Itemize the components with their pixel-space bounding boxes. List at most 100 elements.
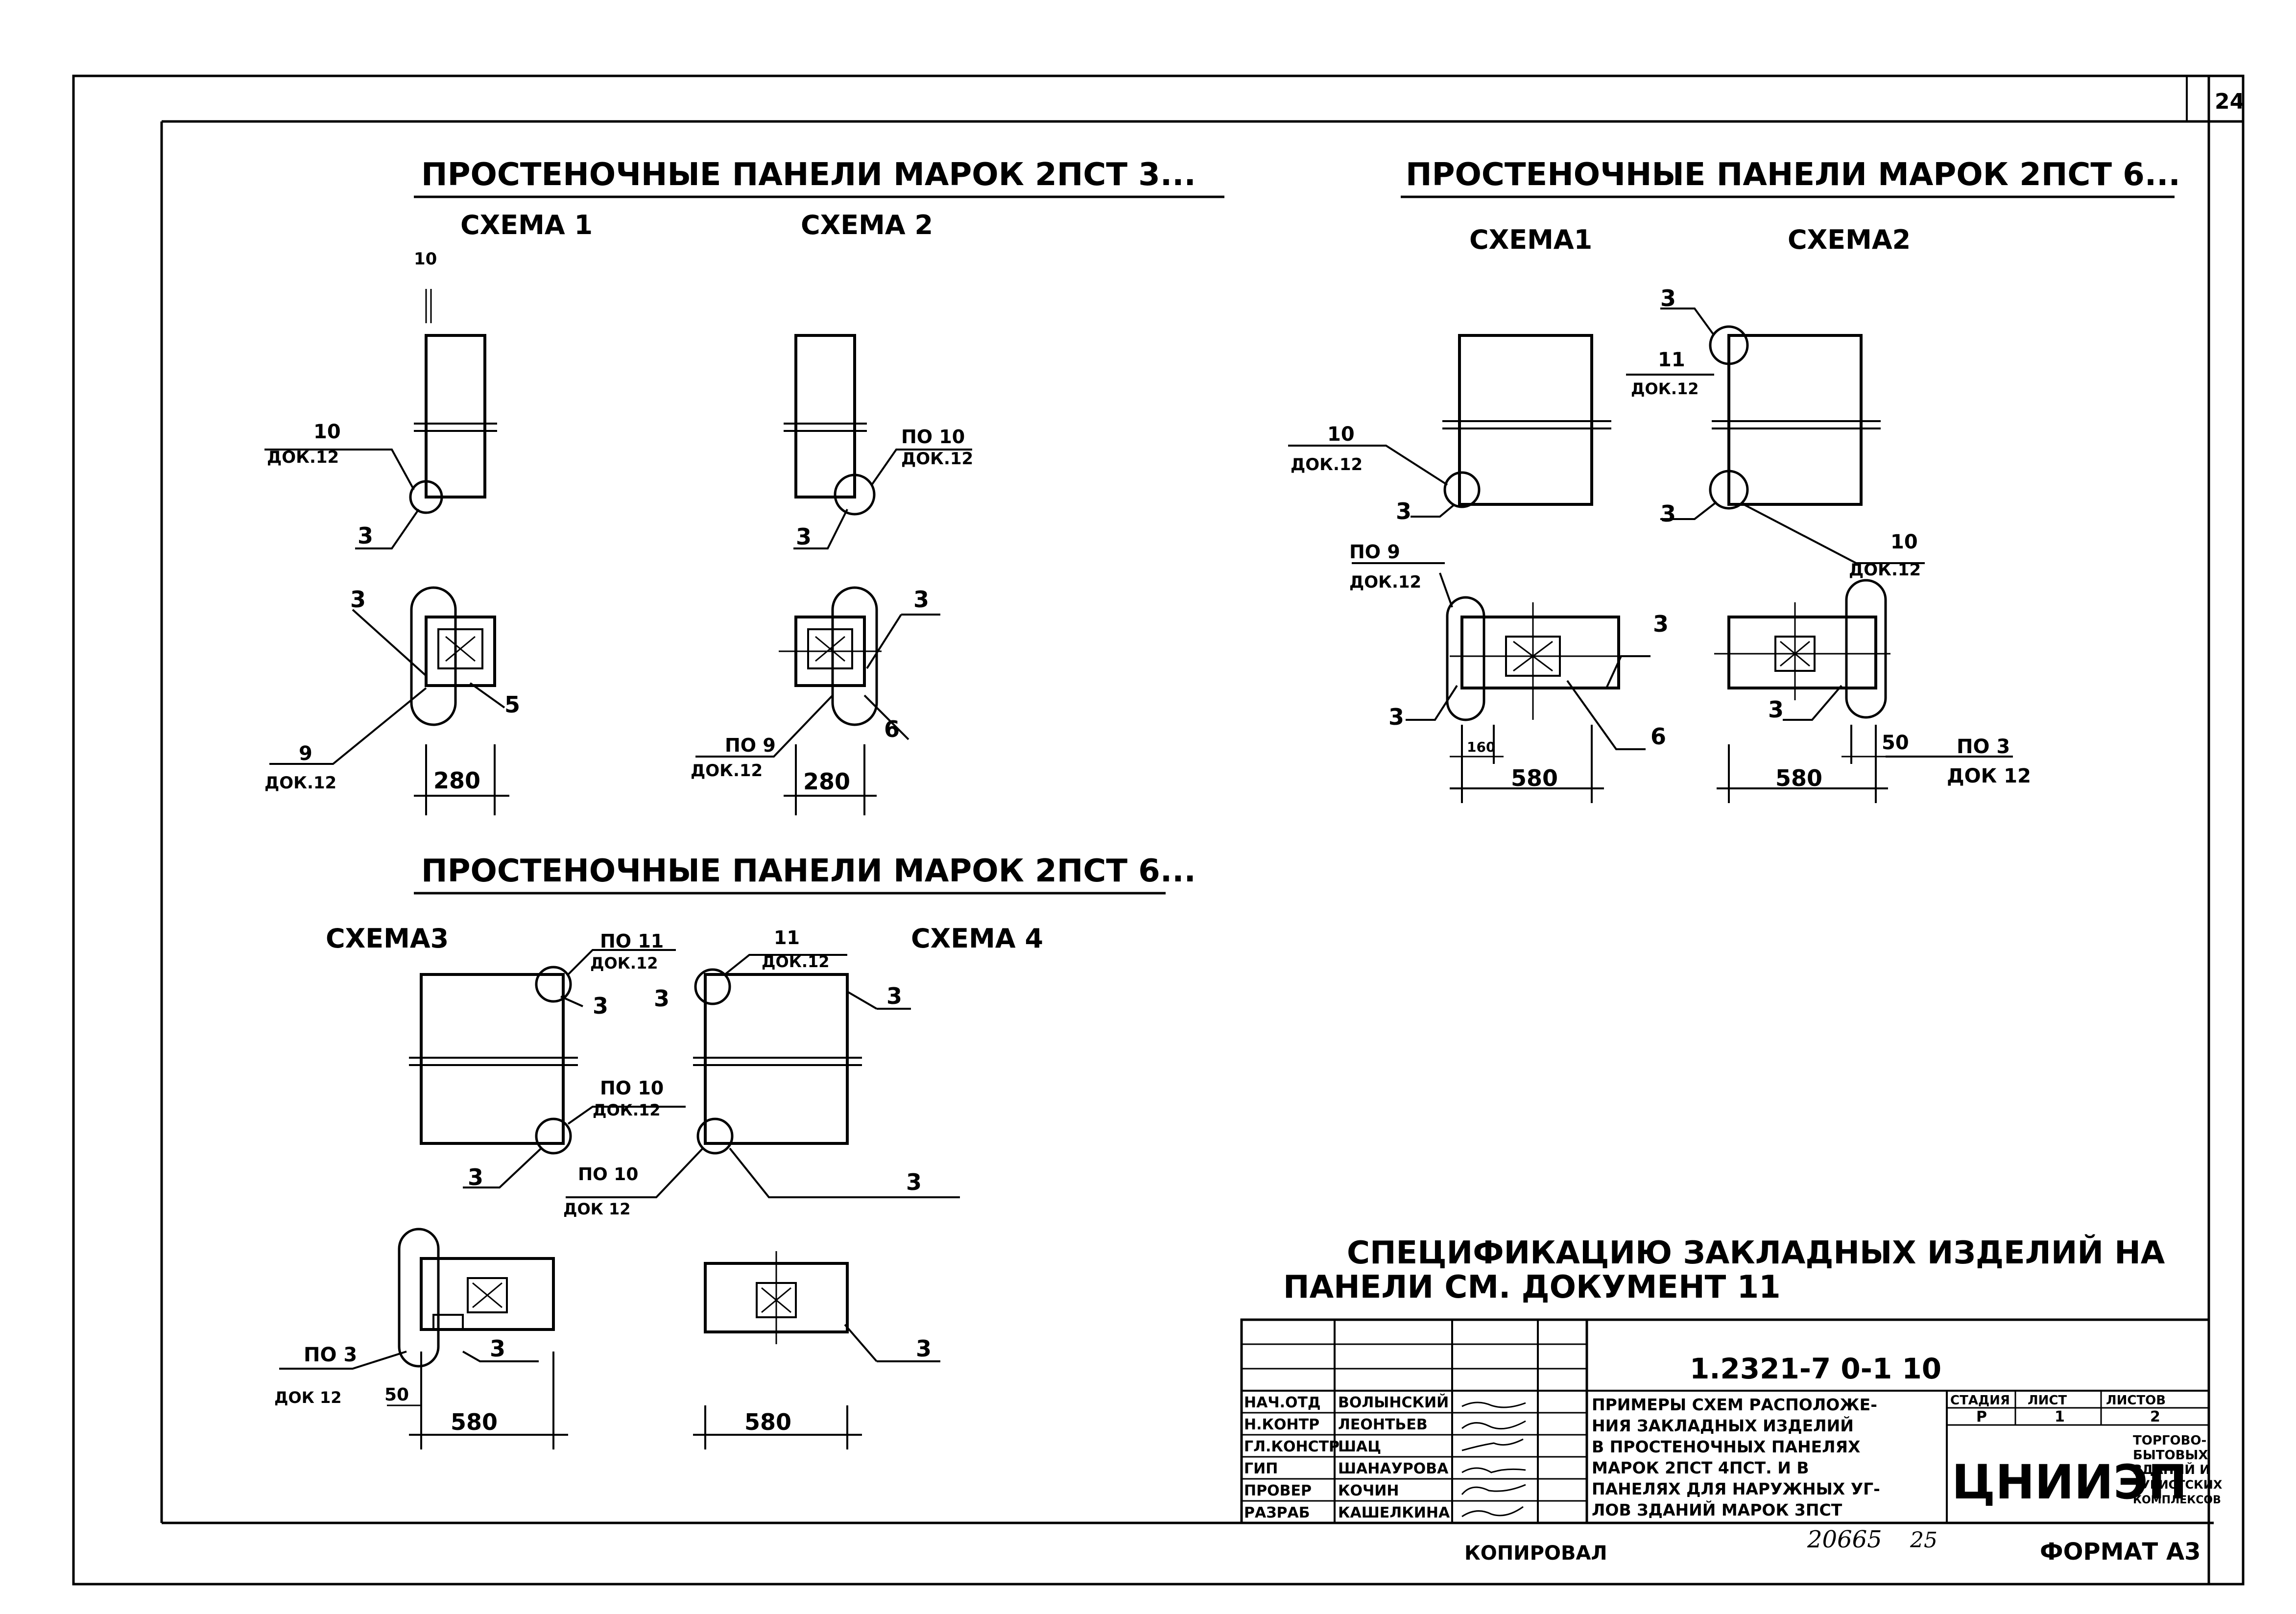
signatory-role: РАЗРАБ <box>1244 1504 1310 1521</box>
signatory-role: Н.КОНТР <box>1244 1416 1319 1433</box>
page-number: 24 <box>2215 89 2245 114</box>
drawing-description: ПРИМЕРЫ СХЕМ РАСПОЛОЖЕ- НИЯ ЗАКЛАДНЫХ ИЗ… <box>1592 1395 1880 1519</box>
s3-scheme3-callout-top-doc: ДОК.12 <box>590 954 658 973</box>
s2-scheme2-callout-num: 10 <box>1890 531 1918 553</box>
s3-scheme4-title: СХЕМА 4 <box>911 923 1043 954</box>
signatory-name: ШАЦ <box>1338 1438 1381 1455</box>
s2-scheme2-item-b: 3 <box>1768 696 1784 723</box>
s1-scheme1-plan-doc: ДОК.12 <box>264 773 336 793</box>
s2-scheme1-title: СХЕМА1 <box>1469 224 1592 255</box>
s3-scheme4-plan <box>693 1251 940 1449</box>
section2-title: ПРОСТЕНОЧНЫЕ ПАНЕЛИ МАРОК 2ПСТ 6... <box>1406 157 2180 193</box>
s2-scheme1-dim: 580 <box>1511 765 1558 791</box>
s3-scheme3-elevation <box>409 949 686 1188</box>
s2-scheme1-plan <box>1352 562 1650 803</box>
s3-scheme3-plan-item: 3 <box>490 1335 505 1362</box>
s2-scheme2-elevation <box>1626 308 1925 564</box>
sheets-header: ЛИСТОВ <box>2106 1393 2166 1408</box>
s3-scheme4-elevation <box>566 954 960 1198</box>
s2-scheme1-plan-num: ПО 9 <box>1349 541 1400 563</box>
s1-scheme1-dim: 280 <box>433 767 480 794</box>
s1-scheme1-item-c: 5 <box>504 691 520 718</box>
signatory-role: НАЧ.ОТД <box>1244 1394 1321 1411</box>
signatory-name: ЛЕОНТЬЕВ <box>1338 1416 1428 1433</box>
s2-scheme2-item-top: 3 <box>1660 285 1676 311</box>
org-name: ТОРГОВО- БЫТОВЫХ ЗДАНИЙ И ТУРИСТСКИХ КОМ… <box>2133 1433 2223 1506</box>
section1-title: ПРОСТЕНОЧНЫЕ ПАНЕЛИ МАРОК 2ПСТ 3... <box>421 157 1196 193</box>
s1-scheme2-callout-doc: ДОК.12 <box>901 449 973 469</box>
s3-scheme3-title: СХЕМА3 <box>326 923 449 954</box>
s1-scheme2-item-c: 6 <box>884 716 900 742</box>
description-line: ПРИМЕРЫ СХЕМ РАСПОЛОЖЕ- <box>1592 1395 1877 1414</box>
s1-scheme1-plan <box>269 586 509 815</box>
s3-scheme3-item-top: 3 <box>593 993 608 1019</box>
s2-scheme1-item-b: 3 <box>1653 611 1669 637</box>
s1-scheme1-gap-label: 10 <box>414 249 437 269</box>
org-name-line: КОМПЛЕКСОВ <box>2133 1494 2221 1506</box>
format-label: ФОРМАТ А3 <box>2040 1538 2201 1566</box>
s2-scheme2-plan-doc: ДОК 12 <box>1947 765 2031 787</box>
s1-scheme2-elevation <box>784 334 972 549</box>
s3-scheme3-plan-doc: ДОК 12 <box>274 1388 342 1407</box>
sheets-value: 2 <box>2150 1408 2160 1425</box>
s3-scheme4-item-top-left: 3 <box>654 985 670 1012</box>
s1-scheme1-item-a: 3 <box>358 522 373 549</box>
s2-scheme2-plan <box>1714 579 2013 803</box>
s1-scheme2-plan-doc: ДОК.12 <box>691 761 763 781</box>
signature-marks <box>1461 1401 1526 1518</box>
s3-scheme4-item-bottom: 3 <box>906 1169 922 1195</box>
s3-scheme4-callout-bottom-doc: ДОК 12 <box>563 1200 631 1218</box>
s1-scheme1-elevation <box>264 289 497 549</box>
s1-scheme2-dim: 280 <box>803 768 850 795</box>
s2-scheme1-item-d: 6 <box>1650 723 1666 750</box>
s3-scheme3-callout-top-num: ПО 11 <box>600 930 664 952</box>
signatory-role: ГЛ.КОНСТР <box>1244 1438 1339 1455</box>
signatory-role: ПРОВЕР <box>1244 1482 1312 1499</box>
document-code: 1.2321-7 0-1 10 <box>1690 1352 1941 1385</box>
s3-scheme3-dim-small: 50 <box>384 1385 409 1405</box>
s3-scheme4-item-top-right: 3 <box>886 983 902 1009</box>
s2-scheme2-item-a: 3 <box>1660 500 1676 527</box>
s3-scheme3-callout-mid-doc: ДОК.12 <box>593 1101 661 1119</box>
s1-scheme2-plan-num: ПО 9 <box>725 735 776 756</box>
org-name-line: БЫТОВЫХ <box>2133 1448 2208 1463</box>
s3-scheme3-plan <box>279 1228 568 1449</box>
s1-scheme2-plan <box>695 586 940 815</box>
s1-scheme1-title: СХЕМА 1 <box>460 210 593 240</box>
s2-scheme1-item-c: 3 <box>1388 704 1404 730</box>
s3-scheme4-dim: 580 <box>744 1409 791 1435</box>
s1-scheme2-callout-num: ПО 10 <box>901 426 965 448</box>
s1-scheme2-item-a: 3 <box>796 523 812 550</box>
sheet-value: 1 <box>2055 1408 2065 1425</box>
spec-note-line2: ПАНЕЛИ СМ. ДОКУМЕНТ 11 <box>1283 1269 1781 1305</box>
s3-scheme4-callout-top-doc: ДОК.12 <box>762 952 830 971</box>
s3-scheme4-plan-item: 3 <box>916 1335 932 1362</box>
title-block <box>1240 1318 2210 1524</box>
s2-scheme1-elevation <box>1288 334 1611 518</box>
description-line: ПАНЕЛЯХ ДЛЯ НАРУЖНЫХ УГ- <box>1592 1479 1880 1498</box>
s2-scheme2-callout-top-doc: ДОК.12 <box>1631 380 1699 398</box>
signatory-role: ГИП <box>1244 1460 1278 1477</box>
stage-value: Р <box>1976 1408 1987 1425</box>
s2-scheme1-callout-num: 10 <box>1327 423 1355 446</box>
s1-scheme1-plan-num: 9 <box>299 742 312 765</box>
s2-scheme1-plan-doc: ДОК.12 <box>1349 572 1421 592</box>
s1-scheme1-callout-doc: ДОК.12 <box>267 448 339 467</box>
s3-scheme3-dim: 580 <box>451 1409 498 1435</box>
section3-title: ПРОСТЕНОЧНЫЕ ПАНЕЛИ МАРОК 2ПСТ 6... <box>421 853 1196 889</box>
s2-scheme2-title: СХЕМА2 <box>1788 224 1911 255</box>
description-line: В ПРОСТЕНОЧНЫХ ПАНЕЛЯХ <box>1592 1437 1860 1456</box>
org-logo: ЦНИИЭП <box>1952 1455 2187 1510</box>
description-line: МАРОК 2ПСТ 4ПСТ. И В <box>1592 1458 1809 1477</box>
s3-scheme4-callout-bottom-num: ПО 10 <box>578 1164 638 1185</box>
s1-scheme2-title: СХЕМА 2 <box>801 210 933 240</box>
org-name-line: ЗДАНИЙ И <box>2133 1462 2210 1477</box>
inventory-number: 20665 <box>1807 1526 1882 1553</box>
s1-scheme1-item-b: 3 <box>350 586 366 613</box>
s2-scheme2-callout-top-num: 11 <box>1658 349 1685 371</box>
signatory-name: КОЧИН <box>1338 1482 1399 1499</box>
spec-note-line1: СПЕЦИФИКАЦИЮ ЗАКЛАДНЫХ ИЗДЕЛИЙ НА <box>1347 1234 2165 1271</box>
s2-scheme1-dim-small: 160 <box>1467 739 1495 755</box>
signatory-name: ШАНАУРОВА <box>1338 1460 1449 1477</box>
